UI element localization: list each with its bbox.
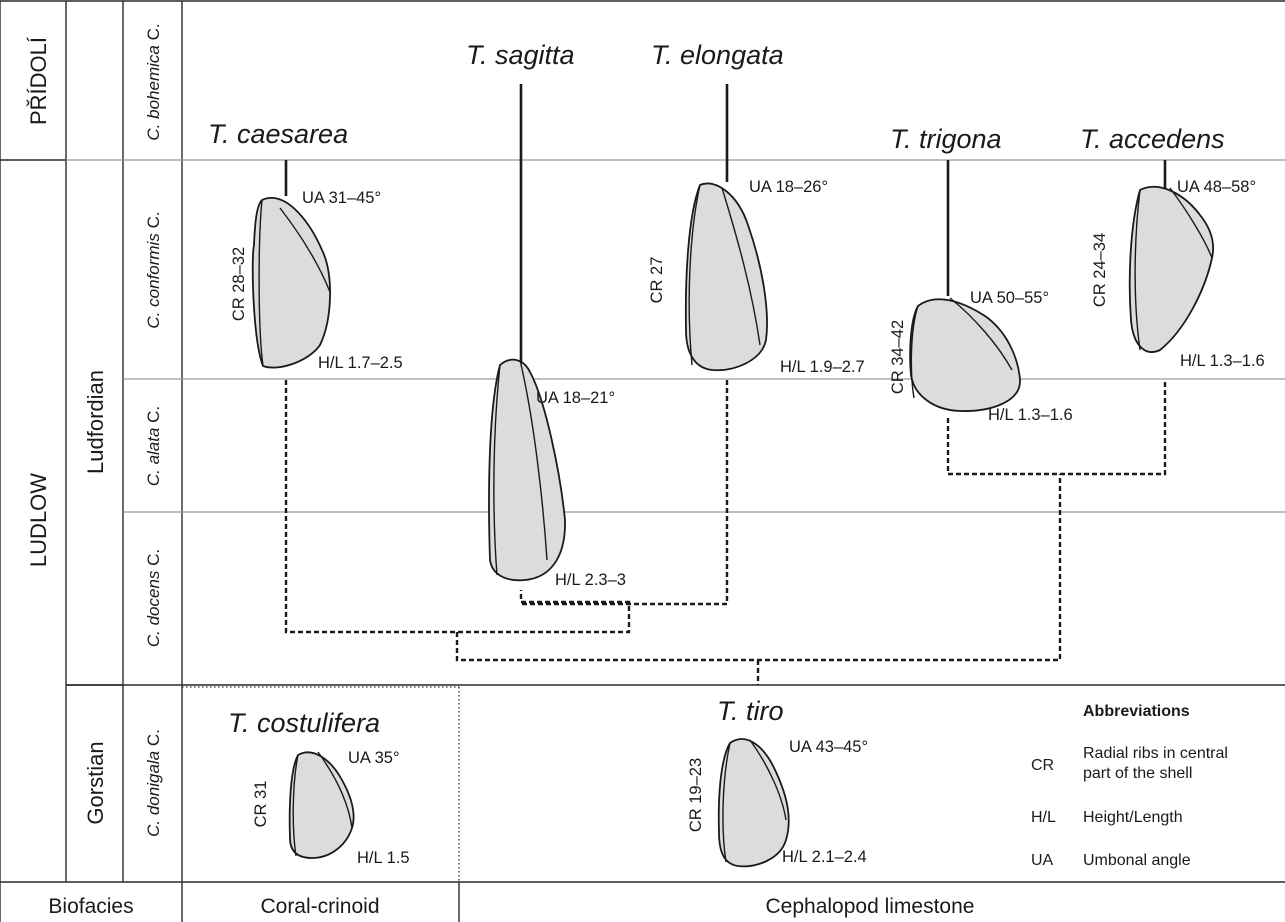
zone-docens: C. docens C. [144,549,163,647]
species-name: T. trigona [890,124,1002,154]
shell-outline [909,298,1021,412]
zone-bohemica: C. bohemica C. [144,23,163,140]
hl-label: H/L 1.7–2.5 [318,354,403,372]
species-caesarea: T. caesarea CR 28–32 UA 31–45° H/L 1.7–2… [208,119,403,372]
ua-label: UA 50–55° [970,289,1049,307]
shell-outline [1128,185,1214,353]
hl-label: H/L 1.9–2.7 [780,358,865,376]
zone-donigala: C. donigala C. [144,729,163,837]
species-elongata: T. elongata CR 27 UA 18–26° H/L 1.9–2.7 [648,40,865,376]
abbr-text-ua: Umbonal angle [1083,852,1191,869]
biofacies-header: Biofacies [48,895,133,918]
stage-ludfordian: Ludfordian [83,370,108,474]
shell-outline [288,751,355,859]
species-tiro: T. tiro CR 19–23 UA 43–45° H/L 2.1–2.4 [687,696,868,868]
series-pridoli: PŘÍDOLÍ [26,36,51,125]
ua-label: UA 18–21° [536,389,615,407]
hl-label: H/L 2.1–2.4 [782,848,867,866]
zone-alata: C. alata C. [144,406,163,486]
cr-label: CR 27 [648,257,666,304]
shell-outline [684,182,768,372]
coral-crinoid-box [182,686,460,882]
abbr-text-cr-2: part of the shell [1083,765,1192,782]
species-name: T. elongata [651,40,784,70]
abbr-code-hl: H/L [1031,809,1056,826]
cr-label: CR 19–23 [687,758,705,832]
shell-outline [251,197,331,369]
zone-conformis: C. conformis C. [144,211,163,328]
hl-label: H/L 1.5 [357,849,410,867]
ua-label: UA 35° [348,749,400,767]
hl-label: H/L 1.3–1.6 [1180,352,1265,370]
cr-label: CR 34–42 [889,320,907,394]
cr-label: CR 31 [252,781,270,828]
ua-label: UA 48–58° [1177,178,1256,196]
species-name: T. sagitta [466,40,575,70]
abbreviations-legend: Abbreviations CR Radial ribs in central … [1031,703,1228,869]
ua-label: UA 43–45° [789,738,868,756]
biofacies-row: Biofacies Coral-crinoid Cephalopod limes… [48,895,974,918]
species-name: T. costulifera [228,708,380,738]
cr-label: CR 28–32 [230,247,248,321]
species-costulifera: T. costulifera CR 31 UA 35° H/L 1.5 [228,708,410,867]
phylogeny-links [284,380,1167,685]
range-lines [284,84,1167,368]
abbreviations-title: Abbreviations [1083,703,1190,720]
species-trigona: T. trigona CR 34–42 UA 50–55° H/L 1.3–1.… [889,124,1073,424]
stage-gorstian: Gorstian [83,741,108,824]
species-accedens: T. accedens CR 24–34 UA 48–58° H/L 1.3–1… [1080,124,1265,370]
abbr-text-cr-1: Radial ribs in central [1083,745,1228,762]
hl-label: H/L 1.3–1.6 [988,406,1073,424]
cr-label: CR 24–34 [1091,233,1109,307]
abbr-code-cr: CR [1031,757,1054,774]
biofacies-cephalopod-limestone: Cephalopod limestone [766,895,975,918]
biofacies-coral-crinoid: Coral-crinoid [260,895,379,918]
abbr-code-ua: UA [1031,852,1054,869]
hl-label: H/L 2.3–3 [555,571,626,589]
species-name: T. tiro [717,696,784,726]
species-sagitta: T. sagitta UA 18–21° H/L 2.3–3 [466,40,626,589]
ua-label: UA 18–26° [749,178,828,196]
zone-boundaries [66,159,1285,686]
series-ludlow: LUDLOW [26,473,51,567]
shell-outline [488,358,566,582]
ua-label: UA 31–45° [302,189,381,207]
abbr-text-hl: Height/Length [1083,809,1183,826]
species-name: T. caesarea [208,119,348,149]
shell-outline [717,738,790,868]
species-name: T. accedens [1080,124,1225,154]
